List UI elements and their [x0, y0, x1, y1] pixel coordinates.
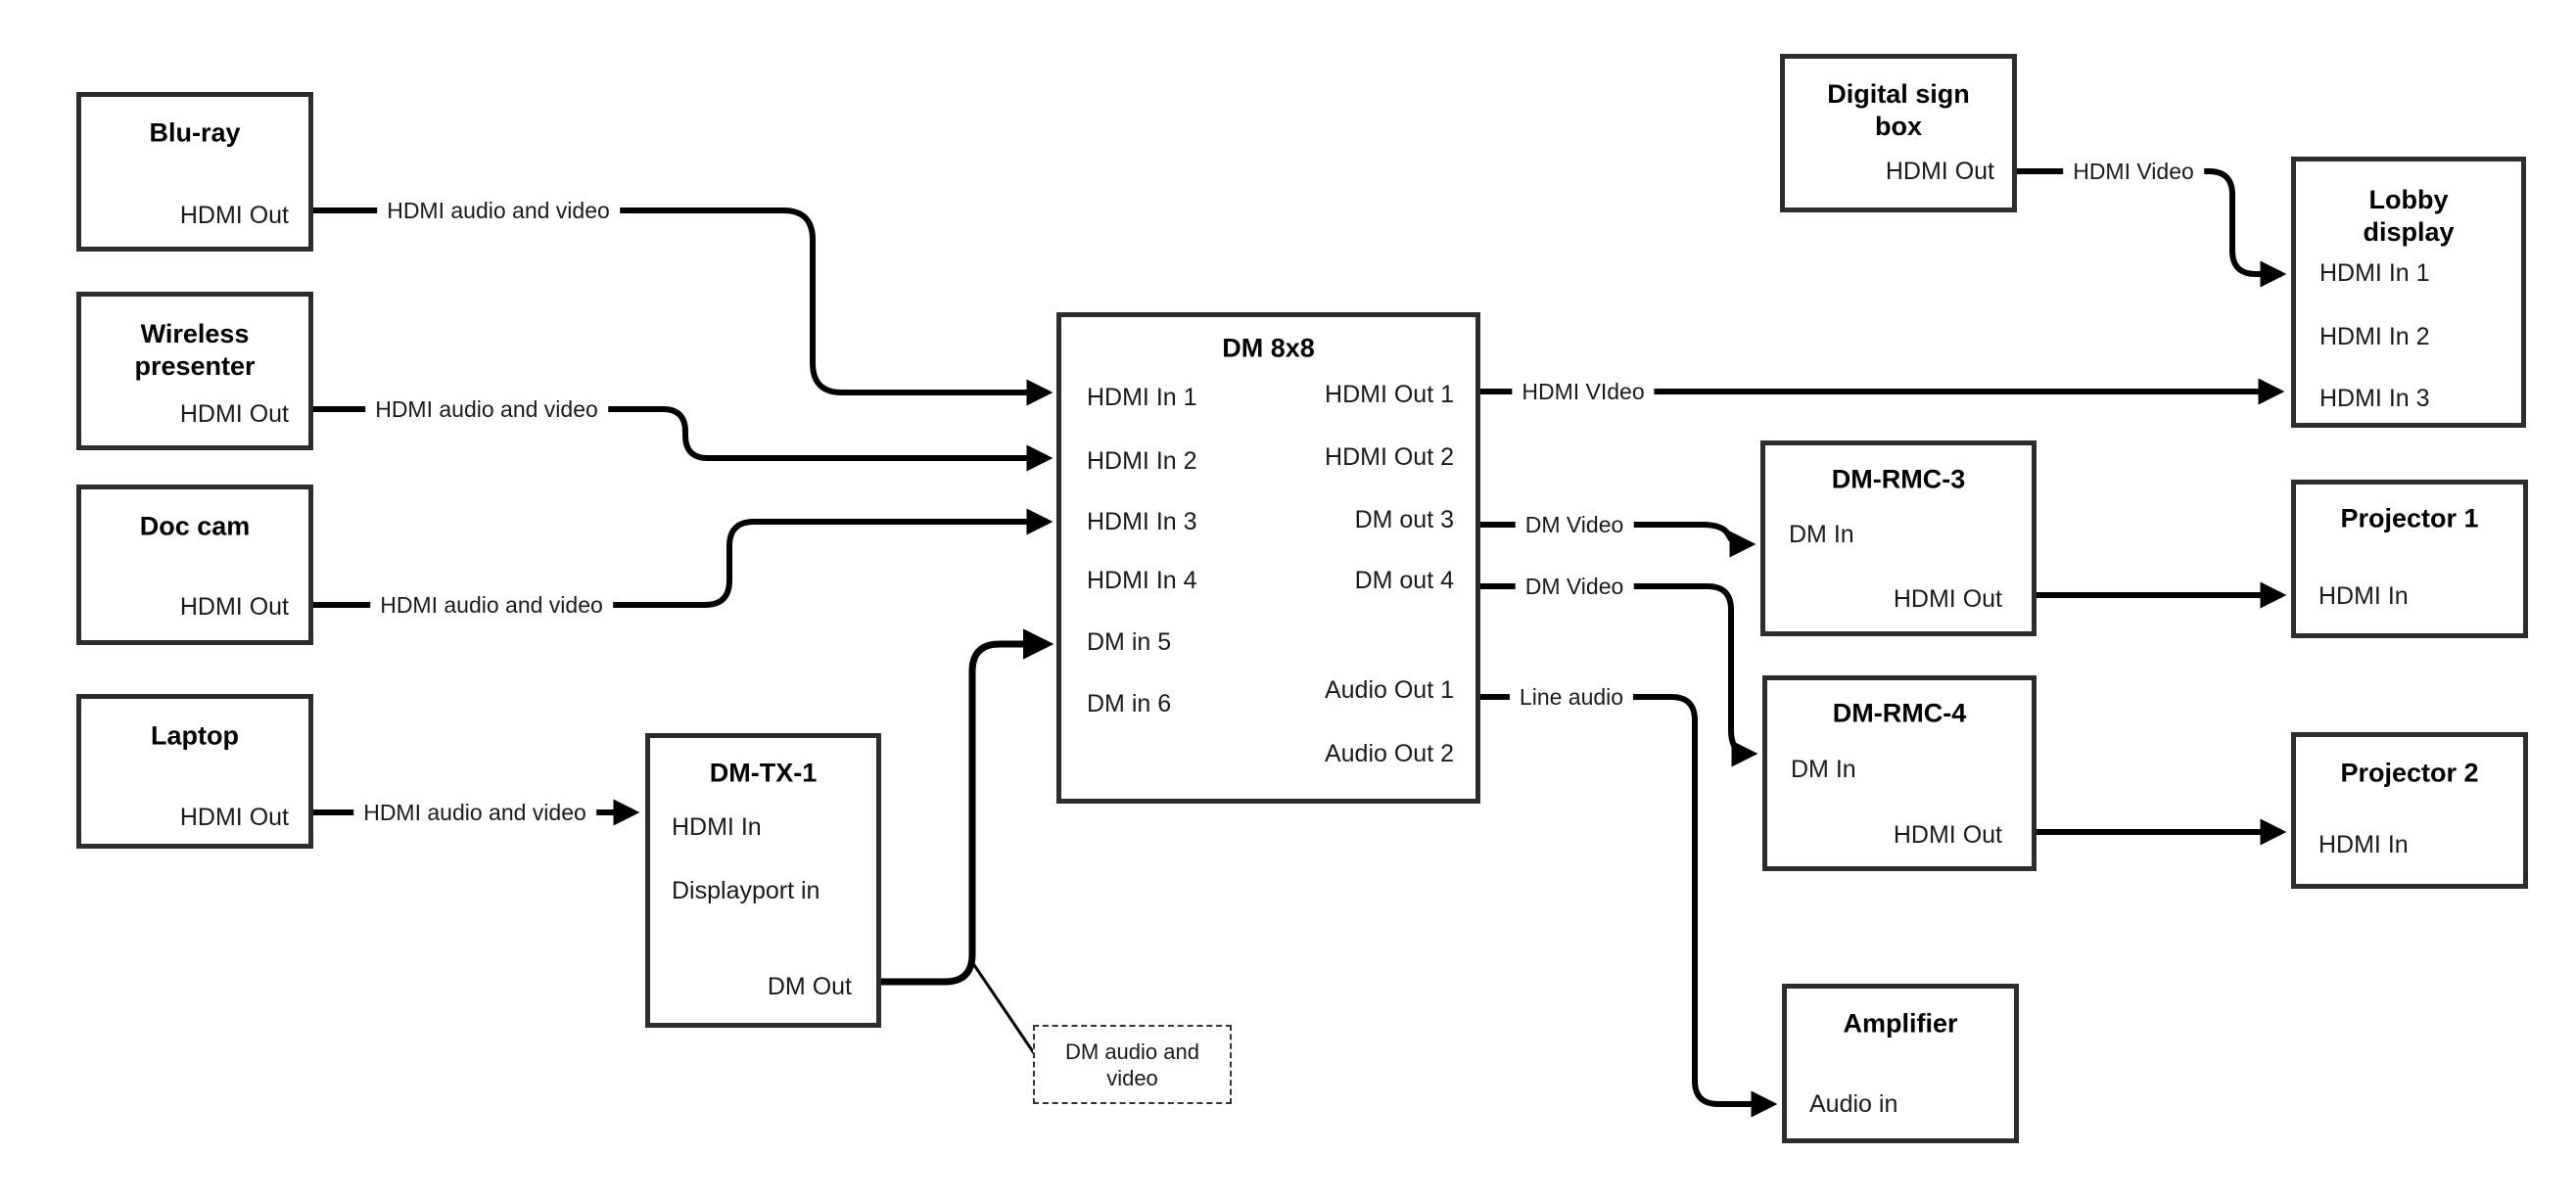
node-title: Laptop: [151, 720, 239, 751]
wire-label-hdmi-av-doccam: HDMI audio and video: [370, 591, 613, 619]
port-hdmi-in-3: HDMI In 3: [1087, 508, 1197, 535]
wire-label-hdmi-av-laptop: HDMI audio and video: [353, 799, 596, 826]
note-leader-line: [970, 961, 1036, 1054]
node-dm-rmc-4: DM-RMC-4 DM In HDMI Out: [1762, 675, 2037, 871]
wire-doccam-to-dm8x8-in3: [313, 508, 1054, 608]
port-dm-in: DM In: [1791, 756, 1856, 783]
port-dm-in: DM In: [1789, 521, 1854, 548]
node-lobby-display: Lobby display HDMI In 1 HDMI In 2 HDMI I…: [2291, 157, 2526, 428]
wire-label-dm-video-out4: DM Video: [1515, 573, 1634, 600]
node-dm-rmc-3: DM-RMC-3 DM In HDMI Out: [1760, 440, 2037, 636]
port-hdmi-in: HDMI In: [2318, 582, 2409, 610]
port-hdmi-out: HDMI Out: [179, 593, 289, 621]
port-audio-in: Audio in: [1809, 1090, 1898, 1118]
port-hdmi-out: HDMI Out: [179, 400, 289, 428]
wire-label-hdmi-video-out1: HDMI VIdeo: [1512, 378, 1655, 405]
port-dm-in-6: DM in 6: [1087, 690, 1172, 717]
wire-label-hdmi-av-bluray: HDMI audio and video: [377, 197, 620, 224]
wire-label-hdmi-video-sign: HDMI Video: [2063, 158, 2204, 185]
port-hdmi-in: HDMI In: [672, 813, 762, 841]
node-dm-tx-1: DM-TX-1 HDMI In Displayport in DM Out: [645, 733, 881, 1028]
node-blu-ray: Blu-ray HDMI Out: [76, 92, 313, 252]
node-title: DM-RMC-3: [1831, 464, 1966, 494]
wire-label-hdmi-av-wireless: HDMI audio and video: [365, 395, 608, 423]
port-hdmi-in: HDMI In: [2318, 831, 2409, 858]
port-hdmi-in-1: HDMI In 1: [2319, 259, 2430, 287]
node-title: Lobby display: [2363, 185, 2455, 247]
port-hdmi-out: HDMI Out: [179, 804, 289, 831]
node-title: Projector 1: [2340, 503, 2479, 533]
wire-bluray-to-dm8x8-in1: [313, 208, 1054, 406]
port-hdmi-out: HDMI Out: [1893, 821, 2002, 849]
port-dm-out-3: DM out 3: [1354, 506, 1454, 533]
port-hdmi-out: HDMI Out: [179, 202, 289, 229]
port-hdmi-in-4: HDMI In 4: [1087, 567, 1197, 594]
wire-dm8x8-audio1-to-amplifier: [1480, 694, 1778, 1118]
node-title: DM-TX-1: [709, 758, 818, 788]
node-wireless-presenter: Wireless presenter HDMI Out: [76, 292, 313, 450]
port-hdmi-out-2: HDMI Out 2: [1325, 443, 1454, 471]
node-laptop: Laptop HDMI Out: [76, 694, 313, 849]
port-audio-out-2: Audio Out 2: [1324, 740, 1454, 767]
node-title: Projector 2: [2340, 758, 2479, 788]
port-hdmi-in-3: HDMI In 3: [2319, 385, 2430, 412]
port-audio-out-1: Audio Out 1: [1324, 676, 1454, 704]
port-hdmi-out: HDMI Out: [1885, 158, 1994, 185]
wire-wireless-to-dm8x8-in2: [313, 406, 1054, 472]
node-title: DM 8x8: [1222, 333, 1315, 363]
node-title: Digital sign box: [1827, 79, 1970, 141]
node-title: Amplifier: [1843, 1008, 1958, 1039]
port-hdmi-in-1: HDMI In 1: [1087, 384, 1197, 411]
port-dm-out-4: DM out 4: [1354, 567, 1454, 594]
port-dm-in-5: DM in 5: [1087, 628, 1172, 656]
wire-dm8x8-out3-to-rmc3: [1480, 522, 1756, 558]
node-digital-sign-box: Digital sign box HDMI Out: [1780, 54, 2017, 212]
node-doc-cam: Doc cam HDMI Out: [76, 485, 313, 645]
wire-dm8x8-out4-to-rmc4: [1480, 583, 1758, 767]
node-amplifier: Amplifier Audio in: [1782, 984, 2019, 1143]
port-displayport-in: Displayport in: [672, 877, 820, 904]
wire-dmtx1-to-dm8x8-in5: [881, 628, 1054, 986]
node-title: Doc cam: [139, 511, 251, 541]
node-dm-8x8: DM 8x8 HDMI In 1 HDMI In 2 HDMI In 3 HDM…: [1056, 312, 1480, 804]
wire-signbox-to-lobby-in1: [2017, 168, 2287, 288]
node-title: Blu-ray: [149, 117, 241, 148]
port-hdmi-out: HDMI Out: [1893, 585, 2002, 613]
port-dm-out: DM Out: [767, 973, 852, 1000]
note-dm-audio-video: DM audio and video: [1033, 1025, 1232, 1104]
port-hdmi-in-2: HDMI In 2: [2319, 323, 2430, 350]
node-title: Wireless presenter: [134, 319, 256, 381]
wire-label-dm-video-out3: DM Video: [1515, 511, 1634, 538]
port-hdmi-in-2: HDMI In 2: [1087, 447, 1197, 475]
node-projector-1: Projector 1 HDMI In: [2291, 480, 2528, 638]
node-projector-2: Projector 2 HDMI In: [2291, 732, 2528, 889]
node-title: DM-RMC-4: [1832, 698, 1967, 728]
wire-label-line-audio: Line audio: [1509, 683, 1634, 711]
port-hdmi-out-1: HDMI Out 1: [1325, 381, 1454, 408]
